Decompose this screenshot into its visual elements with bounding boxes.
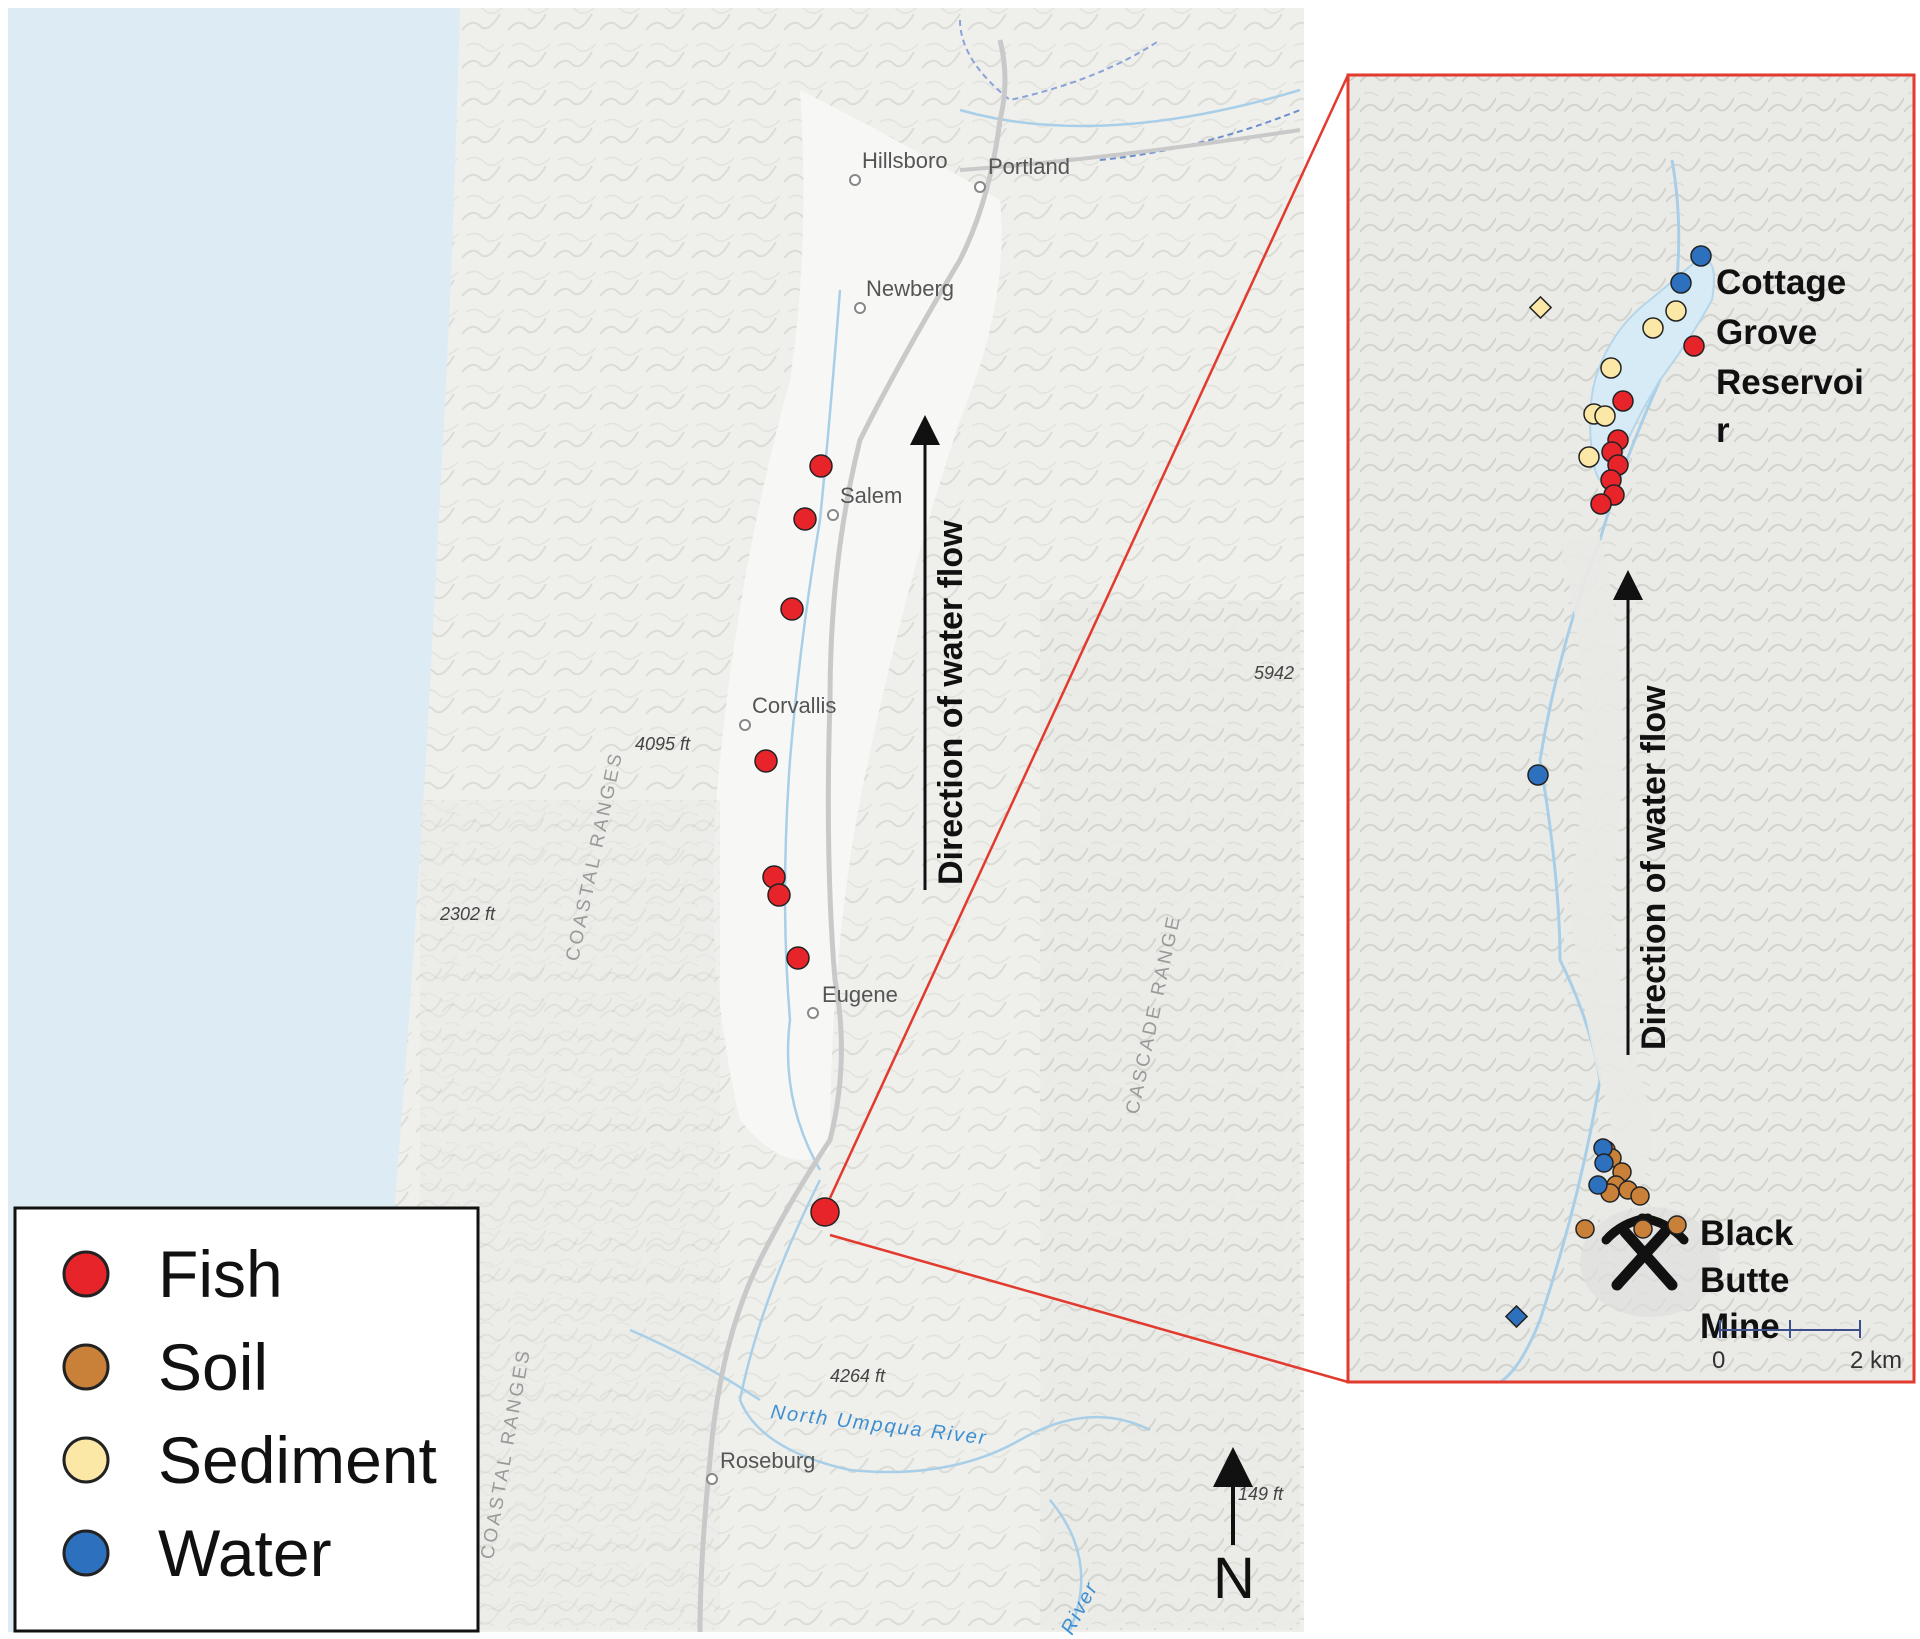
soil-sample-point: [1667, 1215, 1687, 1235]
reservoir-label: Cottage Grove Reservoi r: [1716, 263, 1864, 450]
mine-label-line: Mine: [1700, 1307, 1780, 1346]
legend-swatch-sediment: [62, 1436, 110, 1484]
inset-border: [1346, 73, 1916, 1384]
reservoir-label-line: Grove: [1716, 313, 1817, 352]
soil-sample-point: [1630, 1186, 1650, 1206]
legend: Fish Soil Sediment Water: [13, 1206, 480, 1633]
legend-label-fish: Fish: [158, 1237, 283, 1311]
city-label-hillsboro: Hillsboro: [862, 148, 948, 173]
fish-sample-point: [810, 1197, 840, 1227]
legend-label-soil: Soil: [158, 1330, 268, 1404]
fish-sample-point: [1683, 335, 1705, 357]
sediment-sample-point: [1600, 357, 1622, 379]
fish-sample-point: [754, 749, 778, 773]
water-sample-point: [1670, 272, 1692, 294]
sediment-sample-point: [1642, 317, 1664, 339]
sediment-sample-point: [1665, 300, 1687, 322]
soil-sample-point: [1633, 1219, 1653, 1239]
reservoir-label-line: Reservoi: [1716, 363, 1864, 402]
inset-connector-bottom: [829, 1233, 1349, 1384]
elevation-label: 2302 ft: [439, 904, 496, 924]
inset-flow-label: Direction of water flow: [1635, 685, 1673, 1050]
city-label-roseburg: Roseburg: [720, 1448, 815, 1473]
sediment-sample-diamond: [1528, 295, 1553, 320]
scale-bar: 0 2 km: [1712, 1320, 1902, 1374]
fish-samples-main: [754, 454, 840, 1227]
soil-sample-point: [1575, 1219, 1595, 1239]
water-sample-diamond: [1504, 1304, 1529, 1329]
city-marker-roseburg: [706, 1473, 718, 1485]
mine-label: Black Butte Mine: [1700, 1214, 1794, 1346]
legend-label-sediment: Sediment: [158, 1423, 437, 1497]
fish-sample-point: [786, 946, 810, 970]
inset-valley: [1560, 535, 1652, 1232]
city-label-salem: Salem: [840, 483, 902, 508]
mine-label-line: Butte: [1700, 1261, 1789, 1300]
flow-label: Direction of water flow: [932, 520, 970, 885]
crossed-pickaxes-icon: [1601, 1213, 1689, 1291]
city-marker-corvallis: [739, 719, 751, 731]
scale-start-label: 0: [1712, 1347, 1725, 1374]
fish-sample-point: [780, 597, 804, 621]
legend-swatch-soil: [62, 1343, 110, 1391]
highway-east: [959, 128, 1301, 172]
city-label-newberg: Newberg: [866, 276, 954, 301]
north-label: N: [1213, 1546, 1255, 1611]
city-marker-hillsboro: [849, 174, 861, 186]
fish-sample-point: [793, 507, 817, 531]
scale-end-label: 2 km: [1850, 1347, 1902, 1374]
water-sample-point: [1527, 764, 1549, 786]
fish-sample-point: [809, 454, 833, 478]
sediment-sample-point: [1594, 405, 1616, 427]
city-label-portland: Portland: [988, 154, 1070, 179]
interstate-highway: [697, 39, 1008, 1633]
elevation-label: 4264 ft: [830, 1366, 886, 1386]
reservoir-label-line: Cottage: [1716, 263, 1846, 302]
north-arrow: N: [1213, 1447, 1255, 1611]
elevation-label: 4095 ft: [635, 734, 691, 754]
city-label-corvallis: Corvallis: [752, 693, 836, 718]
legend-swatch-water: [62, 1529, 110, 1577]
elevation-label: 149 ft: [1238, 1484, 1284, 1504]
inset-map[interactable]: Direction of water flow Cottage Grove Re…: [1346, 73, 1916, 1384]
rivers: [629, 19, 1301, 1631]
legend-swatch-fish: [62, 1250, 110, 1298]
city-marker-salem: [827, 509, 839, 521]
water-sample-point: [1588, 1175, 1608, 1195]
cities: Hillsboro Portland Newberg Salem Corvall…: [706, 148, 1070, 1485]
city-marker-portland: [974, 181, 986, 193]
inset-connector-top: [828, 74, 1350, 1199]
water-sample-point: [1594, 1153, 1614, 1173]
city-marker-newberg: [854, 302, 866, 314]
fish-sample-point: [1590, 493, 1612, 515]
mine-label-line: Black: [1700, 1214, 1794, 1253]
water-sample-point: [1690, 245, 1712, 267]
legend-label-water: Water: [158, 1516, 332, 1590]
fish-sample-point: [1612, 390, 1634, 412]
fish-sample-point: [767, 883, 791, 907]
city-marker-eugene: [807, 1007, 819, 1019]
sediment-sample-point: [1578, 446, 1600, 468]
inset-sample-points: [1504, 245, 1712, 1329]
reservoir-label-line: r: [1716, 411, 1730, 450]
city-label-eugene: Eugene: [822, 982, 898, 1007]
elevation-label: 5942: [1254, 663, 1294, 683]
